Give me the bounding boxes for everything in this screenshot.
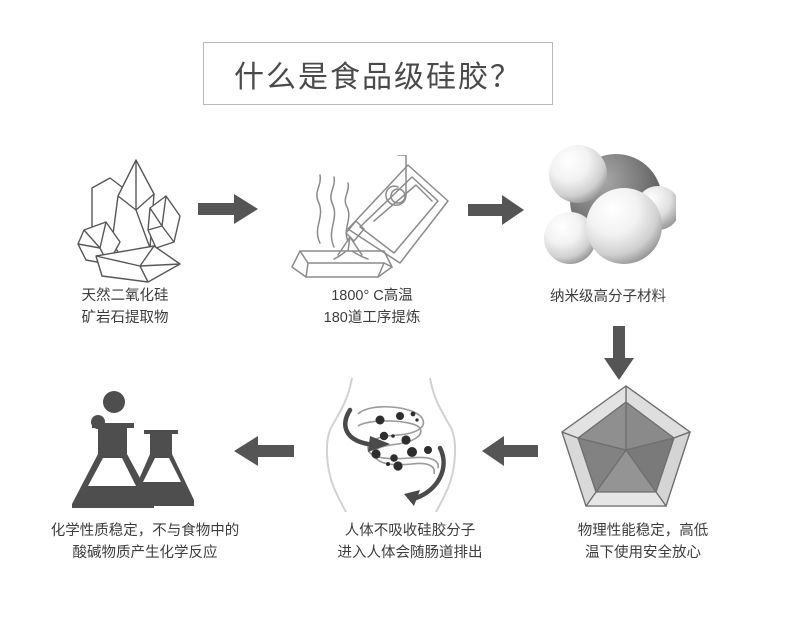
step-1-caption-line2: 矿岩石提取物 <box>81 310 169 327</box>
step-2-caption: 1800° C高温 180道工序提炼 <box>252 285 492 330</box>
arrow-right-icon <box>198 192 260 231</box>
step-3-caption-line1: 纳米级高分子材料 <box>550 289 666 305</box>
step-5-caption: 人体不吸收硅胶分子 进入人体会随肠道排出 <box>282 520 538 565</box>
step-6-caption: 化学性质稳定，不与食物中的 酸碱物质产生化学反应 <box>0 520 290 565</box>
arrow-left-icon <box>480 434 538 473</box>
step-3-caption: 纳米级高分子材料 <box>500 286 716 308</box>
step-5-caption-line2: 进入人体会随肠道排出 <box>337 545 483 562</box>
page-title: 什么是食品级硅胶？ <box>234 60 522 94</box>
step-2-caption-line2: 180道工序提炼 <box>323 310 421 327</box>
step-6-caption-line2: 酸碱物质产生化学反应 <box>72 545 218 562</box>
pentagon-gem-icon <box>556 380 696 510</box>
human-intestine-icon <box>318 377 466 513</box>
step-1-caption: 天然二氧化硅 矿岩石提取物 <box>0 285 250 330</box>
smelting-ladle-pour-icon <box>288 154 453 283</box>
step-2-caption-line1: 1800° C高温 <box>331 288 413 304</box>
step-4-caption-line2: 温下使用安全放心 <box>585 545 701 562</box>
step-6-caption-line1: 化学性质稳定，不与食物中的 <box>50 523 240 539</box>
page-title-box: 什么是食品级硅胶？ <box>203 42 553 105</box>
quartz-crystal-cluster-icon <box>62 138 192 283</box>
step-4-caption-line1: 物理性能稳定，高低 <box>577 523 709 539</box>
arrow-down-icon <box>602 326 636 387</box>
laboratory-flasks-icon <box>60 388 196 508</box>
arrow-right-icon <box>468 193 526 232</box>
step-1-caption-line1: 天然二氧化硅 <box>81 288 169 304</box>
molecule-model-icon <box>540 134 680 272</box>
step-5-caption-line1: 人体不吸收硅胶分子 <box>344 523 476 539</box>
arrow-left-icon <box>232 434 294 473</box>
step-4-caption: 物理性能稳定，高低 温下使用安全放心 <box>518 520 768 565</box>
